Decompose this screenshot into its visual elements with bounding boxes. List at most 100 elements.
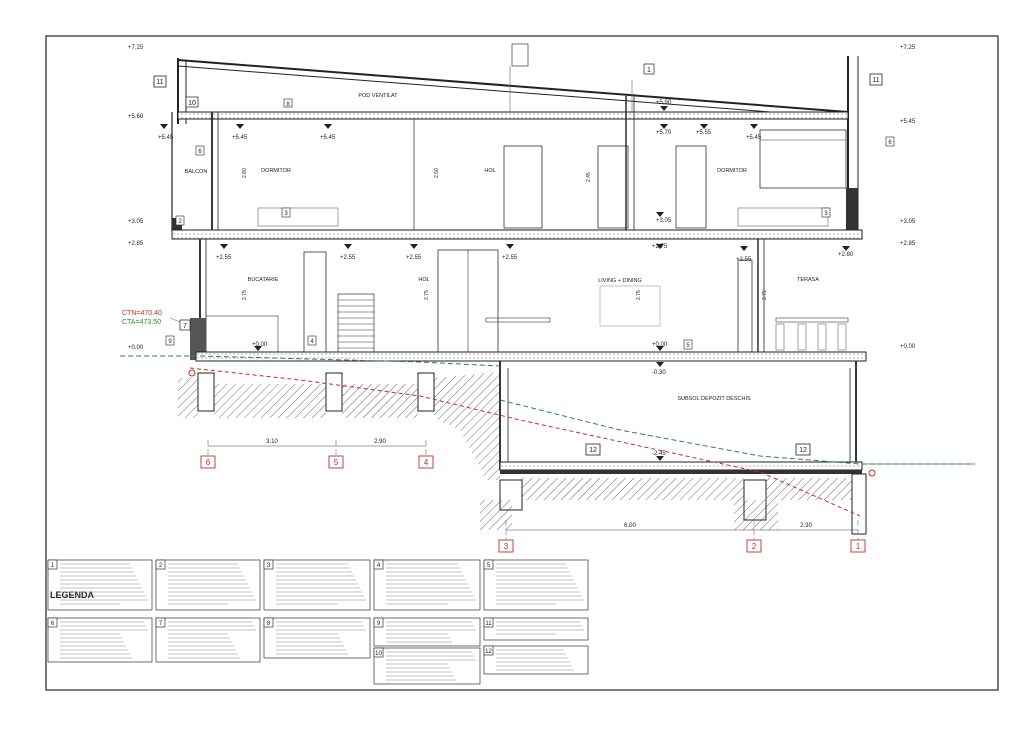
legend-entry: 11 <box>483 617 589 641</box>
first-floor <box>171 96 863 240</box>
tag-label: 2 <box>178 219 182 225</box>
ctn-label: CTN=470.40 <box>122 310 162 317</box>
level-label: +3.05 <box>128 219 144 225</box>
height-label: 2.45 <box>586 172 592 182</box>
room-label: TERASA <box>797 277 819 283</box>
legend-number: 6 <box>51 621 55 627</box>
level-label: +5.45 <box>158 135 174 141</box>
legend-number: 8 <box>267 621 271 627</box>
axis-label: 5 <box>334 458 339 467</box>
room-label: BUCATARIE <box>248 277 279 283</box>
level-label: +7.25 <box>900 45 916 51</box>
tag-label: 6 <box>198 149 202 155</box>
tag-label: 6 <box>888 140 892 146</box>
wall-column <box>846 188 858 230</box>
room-label: DORMITOR <box>717 168 747 174</box>
door <box>503 145 543 229</box>
tag-label: 8 <box>286 102 290 108</box>
room-label: HOL <box>484 168 495 174</box>
axis-label: 1 <box>856 542 861 551</box>
legend-number: 11 <box>485 621 492 627</box>
level-label: -2.45 <box>652 451 666 457</box>
legend-entry: 5 <box>483 559 589 611</box>
window <box>759 129 847 189</box>
level-label: +0.00 <box>252 342 268 348</box>
axis-label: 3 <box>504 542 509 551</box>
level-label: +2.55 <box>216 255 232 261</box>
level-label: +7.25 <box>128 45 144 51</box>
height-label: 2.75 <box>424 290 430 300</box>
legend-entry: 8 <box>263 617 371 659</box>
tag-label: 11 <box>156 79 163 86</box>
tag-label: 12 <box>799 447 807 454</box>
tag-label: 3 <box>824 211 828 217</box>
room-label: HOL <box>418 277 429 283</box>
level-label: +2.60 <box>838 252 854 258</box>
legend-entry: 12 <box>483 645 589 675</box>
tag-label: 10 <box>188 100 196 107</box>
foundations <box>178 372 867 535</box>
axis-label: 2 <box>752 542 757 551</box>
level-label: +2.55 <box>736 257 752 263</box>
legend-number: 4 <box>377 563 381 569</box>
legend-number: 7 <box>159 621 163 627</box>
bed <box>737 207 829 227</box>
level-label: +0.00 <box>900 344 916 350</box>
level-label: -0.30 <box>652 370 666 376</box>
level-label: +3.05 <box>656 218 672 224</box>
sheet-border <box>45 35 999 691</box>
axis-label: 4 <box>424 458 429 467</box>
tag-label: 7 <box>183 323 187 330</box>
height-label: 2.75 <box>636 290 642 300</box>
legend-entry: 2 <box>155 559 261 611</box>
legend-entry: 7 <box>155 617 261 663</box>
legend-number: 1 <box>51 563 55 569</box>
door <box>597 145 629 229</box>
legend-entry: 3 <box>263 559 371 611</box>
tag-label: 5 <box>686 343 690 349</box>
level-label: +5.90 <box>656 100 672 106</box>
axis-label: 6 <box>206 458 211 467</box>
legend-entry: 4 <box>373 559 481 611</box>
kitchen-counter <box>205 315 279 353</box>
level-markers <box>160 106 850 461</box>
room-label: LIVING + DINING <box>598 278 642 284</box>
tag-label: 4 <box>310 339 314 345</box>
level-label: +0.00 <box>128 345 144 351</box>
room-label: BALCON <box>185 169 208 175</box>
level-label: +5.55 <box>696 130 712 136</box>
level-label: +2.55 <box>340 255 356 261</box>
terrain-line-green <box>499 399 975 465</box>
level-label: +5.45 <box>746 135 762 141</box>
level-label: +3.05 <box>900 219 916 225</box>
height-label: 2.50 <box>434 168 440 178</box>
chimney <box>511 43 529 67</box>
dimension: 3.10 <box>266 439 278 445</box>
height-label: 2.75 <box>762 290 768 300</box>
terrain-line-green <box>120 355 501 367</box>
component-tags <box>153 63 895 456</box>
legend-number: 2 <box>159 563 163 569</box>
legend-title: LEGENDA <box>50 590 95 600</box>
door <box>675 145 707 229</box>
tag-label: 1 <box>647 67 651 74</box>
legend-number: 5 <box>487 563 491 569</box>
legend-entry: 10 <box>373 647 481 685</box>
legend-number: 10 <box>375 651 382 657</box>
tag-label: 11 <box>872 77 879 84</box>
room-label: SUBSOL DEPOZIT DESCHIS <box>677 396 751 402</box>
level-label: +2.55 <box>406 255 422 261</box>
legend-entry: 6 <box>47 617 153 663</box>
roof <box>177 43 859 230</box>
tag-label: 3 <box>284 211 288 217</box>
room-label: DORMITOR <box>261 168 291 174</box>
legend-number: 12 <box>485 649 492 655</box>
level-label: +5.45 <box>320 135 336 141</box>
staircase <box>337 293 375 355</box>
dimension: 2.90 <box>374 439 386 445</box>
basement <box>499 361 863 474</box>
level-label: +5.70 <box>656 130 672 136</box>
